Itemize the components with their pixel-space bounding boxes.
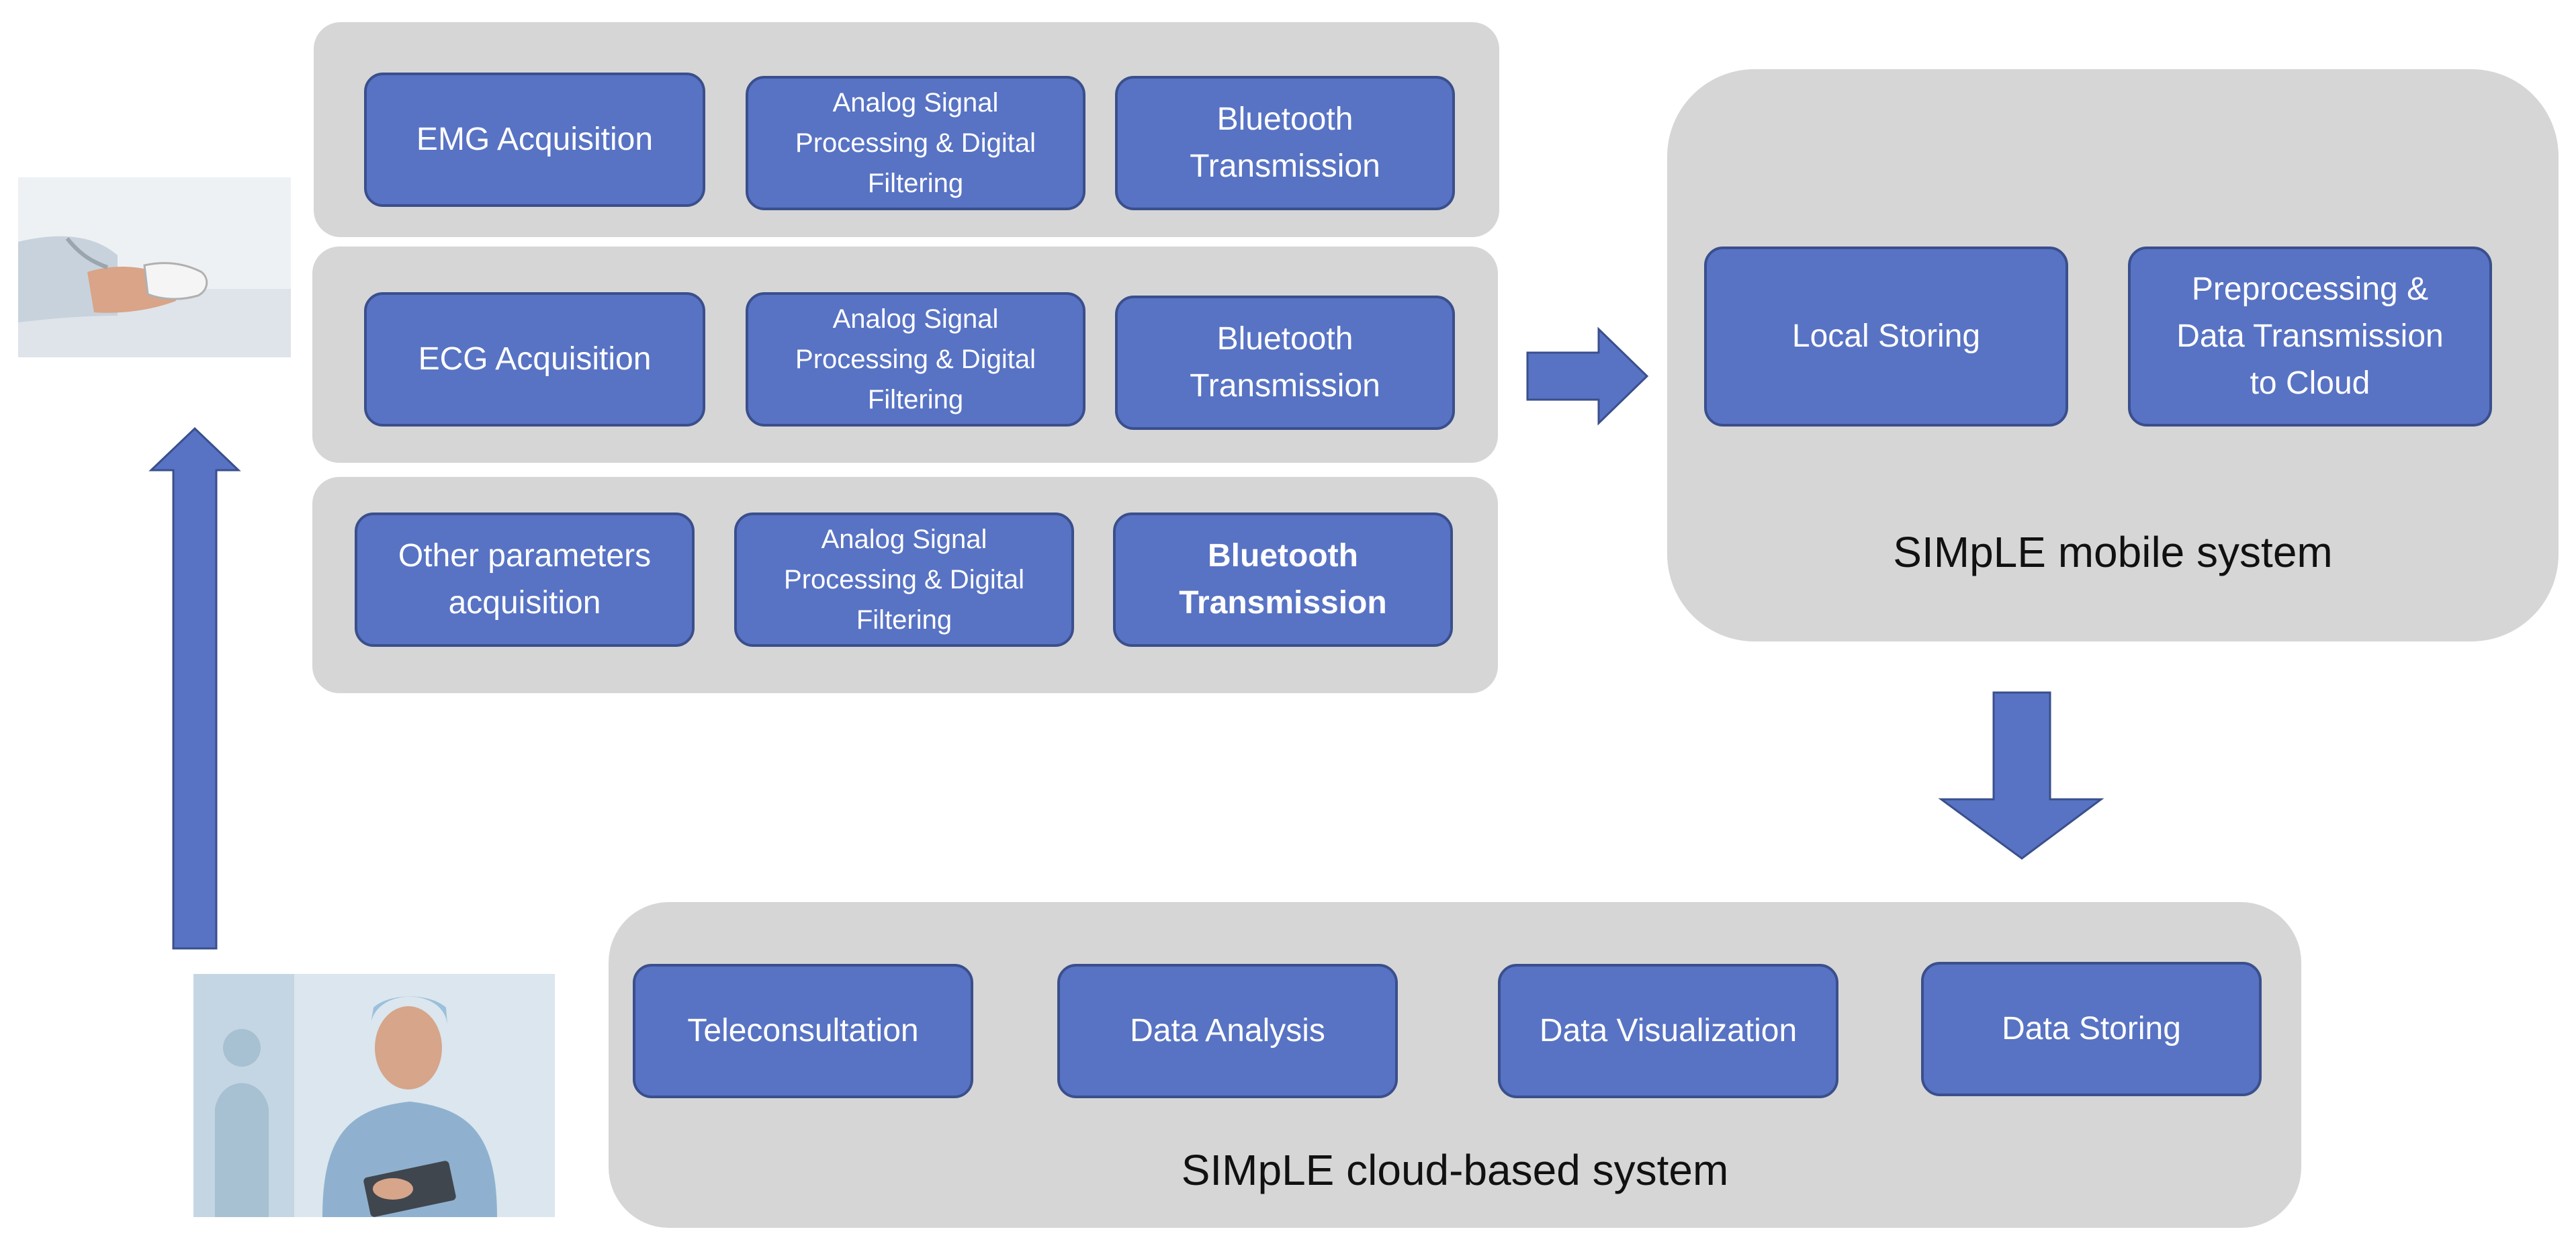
other-processing-node: Analog Signal Processing & Digital Filte… [734,512,1074,647]
emg-bluetooth-node: Bluetooth Transmission [1115,76,1455,210]
other-bluetooth-node: Bluetooth Transmission [1113,512,1453,647]
preprocessing-transmission-node: Preprocessing & Data Transmission to Clo… [2128,247,2492,427]
arrow-down [1938,691,2104,860]
ecg-acquisition-node: ECG Acquisition [364,292,705,427]
doctor-photo [193,974,555,1217]
arrow-up [148,427,241,950]
arrow-right [1526,326,1649,426]
local-storing-node: Local Storing [1704,247,2068,427]
data-visualization-node: Data Visualization [1498,964,1838,1098]
teleconsultation-node: Teleconsultation [633,964,973,1098]
other-parameters-acquisition-node: Other parameters acquisition [355,512,695,647]
ecg-bluetooth-node: Bluetooth Transmission [1115,296,1455,430]
data-storing-node: Data Storing [1921,962,2262,1096]
data-analysis-node: Data Analysis [1057,964,1398,1098]
mobile-system-label: SIMpLE mobile system [1893,528,2333,576]
emg-acquisition-node: EMG Acquisition [364,73,705,207]
ecg-processing-node: Analog Signal Processing & Digital Filte… [746,292,1085,427]
emg-processing-node: Analog Signal Processing & Digital Filte… [746,76,1085,210]
patient-hand-photo [18,177,291,357]
cloud-system-label: SIMpLE cloud-based system [1181,1146,1729,1194]
